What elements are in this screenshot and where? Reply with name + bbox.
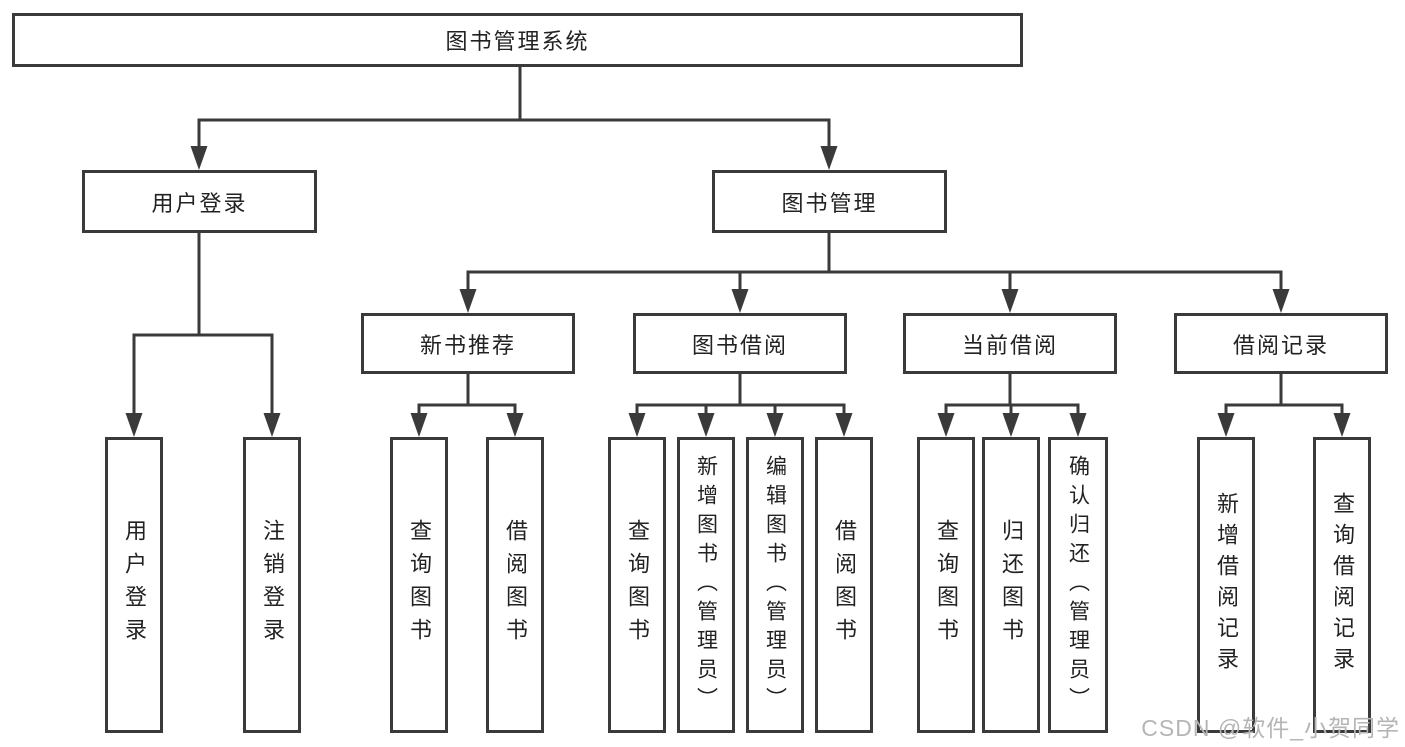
node-label: 新增借阅记录	[1214, 492, 1239, 678]
arrowheads	[125, 146, 1351, 437]
node-leaf-return-books: 归还图书	[982, 437, 1040, 733]
csdn-watermark: CSDN @软件_小贺同学	[1141, 715, 1400, 741]
node-label: 借阅图书	[832, 519, 857, 651]
node-new-book-recommend: 新书推荐	[361, 313, 575, 374]
node-book-borrow: 图书借阅	[633, 313, 847, 374]
node-leaf-edit-book-admin: 编辑图书（管理员）	[746, 437, 804, 733]
node-user-login: 用户登录	[82, 170, 317, 233]
node-leaf-user-login: 用户登录	[105, 437, 163, 733]
node-book-management: 图书管理	[712, 170, 947, 233]
node-label: 查询借阅记录	[1330, 492, 1355, 678]
node-label: 查询图书	[625, 519, 650, 651]
connector-path	[132, 65, 1344, 419]
node-leaf-add-borrow-record: 新增借阅记录	[1197, 437, 1255, 733]
node-label: 借阅图书	[503, 519, 528, 651]
node-label: 查询图书	[934, 519, 959, 651]
node-leaf-query-books-recommend: 查询图书	[390, 437, 448, 733]
node-leaf-borrow-books-recommend: 借阅图书	[486, 437, 544, 733]
node-leaf-query-books-borrow: 查询图书	[608, 437, 666, 733]
node-label: 归还图书	[999, 519, 1024, 651]
node-label: 注销登录	[260, 519, 285, 651]
node-current-borrow: 当前借阅	[903, 313, 1117, 374]
node-leaf-logout: 注销登录	[243, 437, 301, 733]
node-leaf-add-book-admin: 新增图书（管理员）	[677, 437, 735, 733]
node-label: 用户登录	[122, 519, 147, 651]
node-borrow-records: 借阅记录	[1174, 313, 1388, 374]
node-leaf-confirm-return-admin: 确认归还（管理员）	[1048, 437, 1108, 733]
node-leaf-query-borrow-record: 查询借阅记录	[1313, 437, 1371, 733]
node-leaf-borrow-books: 借阅图书	[815, 437, 873, 733]
node-library-system: 图书管理系统	[12, 13, 1023, 67]
node-label: 编辑图书（管理员）	[763, 454, 787, 716]
node-label: 查询图书	[407, 519, 432, 651]
node-label: 新增图书（管理员）	[694, 454, 718, 716]
node-leaf-query-books-current: 查询图书	[917, 437, 975, 733]
node-label: 确认归还（管理员）	[1066, 454, 1090, 716]
